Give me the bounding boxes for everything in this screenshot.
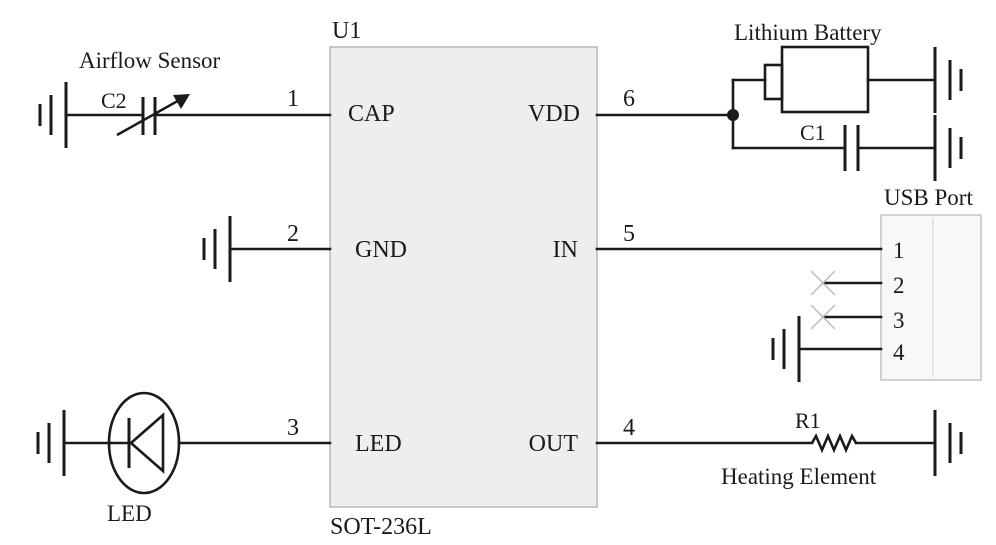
pin-number-1: 1 (287, 86, 299, 112)
pin-name-vdd: VDD (528, 101, 580, 127)
ic-package-label: SOT-236L (330, 514, 432, 540)
ground-icon (38, 82, 68, 148)
ground-icon (771, 316, 801, 382)
ground-icon (36, 410, 66, 476)
pin-name-cap: CAP (348, 101, 395, 127)
airflow-sensor-label: Airflow Sensor (79, 48, 221, 73)
pin-name-out: OUT (529, 431, 579, 457)
pin-name-in: IN (553, 237, 578, 263)
ground-icon (202, 216, 232, 282)
pin-number-6: 6 (623, 86, 635, 112)
usb-pin-2: 2 (893, 273, 905, 298)
led-label: LED (107, 501, 152, 526)
no-connect-icon (810, 304, 836, 330)
led-diode-icon (107, 391, 181, 495)
ic-body (329, 46, 598, 508)
c2-ref-label: C2 (101, 88, 127, 113)
usb-pin-1: 1 (893, 238, 905, 263)
usb-port-label: USB Port (884, 185, 973, 210)
heating-element-label: Heating Element (721, 464, 877, 489)
ground-icon (933, 410, 963, 476)
ground-icon (933, 115, 963, 181)
capacitor-icon (843, 125, 860, 171)
usb-pin-3: 3 (893, 308, 905, 333)
battery-icon (763, 45, 870, 114)
pin-number-4: 4 (623, 415, 635, 441)
r1-ref-label: R1 (795, 408, 821, 433)
c1-ref-label: C1 (800, 120, 826, 145)
ground-icon (933, 47, 963, 113)
pin-name-led: LED (355, 431, 402, 457)
pin-number-3: 3 (287, 415, 299, 441)
resistor-icon (810, 432, 858, 454)
pin-name-gnd: GND (355, 237, 407, 263)
no-connect-icon (810, 270, 836, 296)
battery-label: Lithium Battery (734, 20, 882, 45)
usb-port-body (880, 214, 982, 381)
pin-number-2: 2 (287, 221, 299, 247)
usb-pin-4: 4 (893, 340, 905, 365)
pin-number-5: 5 (623, 221, 635, 247)
ic-ref-label: U1 (332, 18, 361, 44)
